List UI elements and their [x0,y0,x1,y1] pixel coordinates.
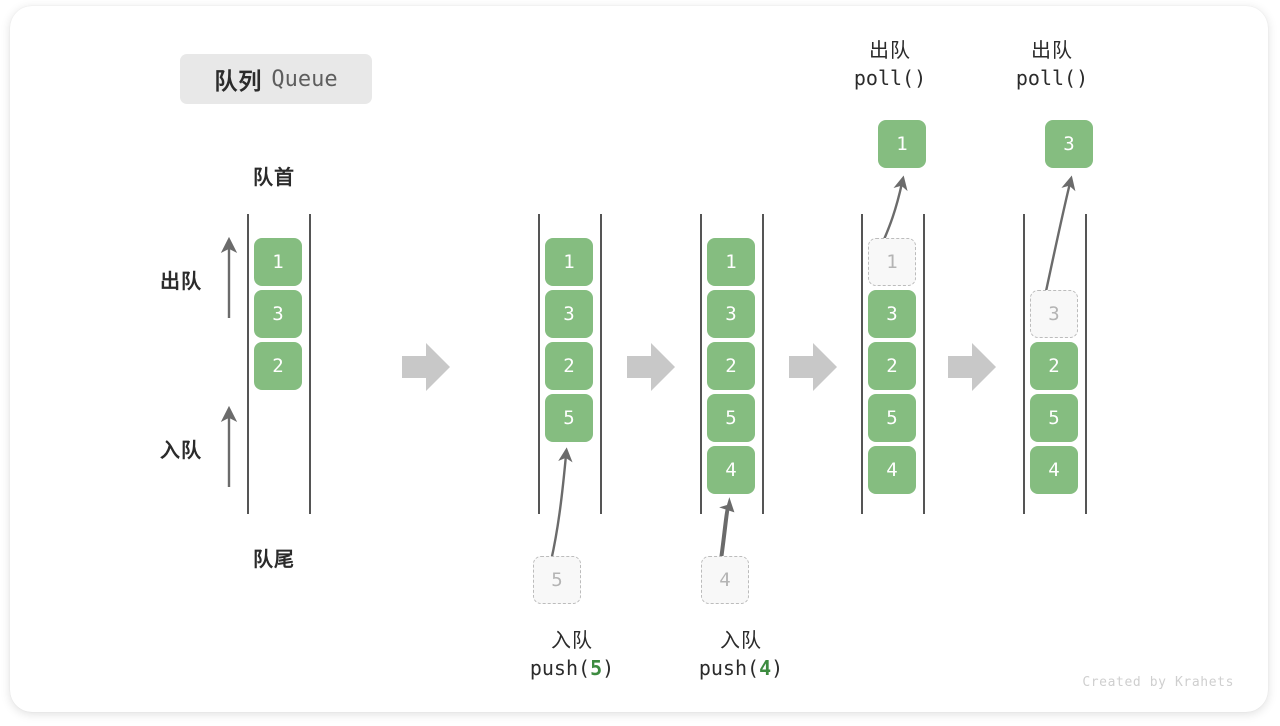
poll-1-title-cn: 出队 [869,38,911,62]
diagram-arrows-overlay [220,175,1076,562]
push-4-caption-cn: 入队 [720,628,762,652]
poll-3-title: 出队 poll() [987,36,1117,93]
poll-1-arrow [880,175,908,245]
queue-cell[interactable]: 2 [545,342,593,390]
queue-rail-left [861,214,863,514]
queue-rail-left [247,214,249,514]
push-4-caption-code: push(4) [646,654,836,682]
queue-rail-right [309,214,311,514]
footer-credit: Created by Krahets [1082,675,1234,690]
push-5-arrow [549,447,573,562]
step-arrow-3 [789,343,837,391]
queue-cell[interactable]: 5 [868,394,916,442]
queue-rail-left [1023,214,1025,514]
queue-cell[interactable]: 4 [1030,446,1078,494]
queue-cell[interactable]: 5 [1030,394,1078,442]
push-4-caption: 入队 push(4) [646,626,836,683]
queue-cell[interactable]: 3 [254,290,302,338]
queue-cell[interactable]: 2 [868,342,916,390]
push-5-fn-end: ) [602,656,615,681]
queue-cell[interactable]: 2 [707,342,755,390]
queue-cell[interactable]: 2 [1030,342,1078,390]
poll-3-title-code: poll() [1015,66,1089,91]
queue-cell[interactable]: 4 [868,446,916,494]
queue-cell-removed[interactable]: 3 [1030,290,1078,338]
queue-cell-removed[interactable]: 1 [868,238,916,286]
push-5-caption-cn: 入队 [551,628,593,652]
queue-rail-right [762,214,764,514]
push-5-fn: push( [529,656,591,681]
push-4-fn-end: ) [771,656,784,681]
diagram-title-cn: 队列 [214,69,263,95]
step-arrow-4 [948,343,996,391]
queue-cell[interactable]: 1 [545,238,593,286]
diagram-title-en: Queue [271,66,338,92]
queue-rail-right [600,214,602,514]
queue-cell[interactable]: 3 [545,290,593,338]
queue-cell-new[interactable]: 5 [545,394,593,442]
poll-3-title-cn: 出队 [1031,38,1073,62]
poll-3-output-cell[interactable]: 3 [1045,120,1093,168]
dequeue-direction-label: 出队 [160,269,202,293]
push-4-arrow [718,497,735,562]
queue-head-label: 队首 [253,165,295,189]
queue-cell[interactable]: 1 [254,238,302,286]
diagram-title-chip: 队列 Queue [180,54,372,104]
queue-rail-left [538,214,540,514]
queue-cell[interactable]: 5 [707,394,755,442]
queue-cell-new[interactable]: 4 [707,446,755,494]
enqueue-direction-label: 入队 [160,438,202,462]
push-5-caption-code: push(5) [477,654,667,682]
push-5-incoming-ghost[interactable]: 5 [533,556,581,604]
poll-1-title-code: poll() [853,66,927,91]
queue-cell[interactable]: 1 [707,238,755,286]
queue-tail-label: 队尾 [253,547,295,571]
poll-3-arrow [1043,175,1076,297]
poll-1-output-cell[interactable]: 1 [878,120,926,168]
queue-rail-right [1085,214,1087,514]
queue-rail-right [923,214,925,514]
queue-cell[interactable]: 3 [868,290,916,338]
push-5-caption: 入队 push(5) [477,626,667,683]
push-4-value: 4 [759,656,772,681]
queue-rail-left [700,214,702,514]
poll-1-title: 出队 poll() [825,36,955,93]
queue-cell[interactable]: 2 [254,342,302,390]
push-4-fn: push( [698,656,760,681]
push-5-value: 5 [590,656,603,681]
step-arrow-1 [402,343,450,391]
queue-cell[interactable]: 3 [707,290,755,338]
push-4-incoming-ghost[interactable]: 4 [701,556,749,604]
step-arrow-2 [627,343,675,391]
diagram-canvas: 队列 Queue 队首 队尾 出队 入队 [10,6,1268,712]
